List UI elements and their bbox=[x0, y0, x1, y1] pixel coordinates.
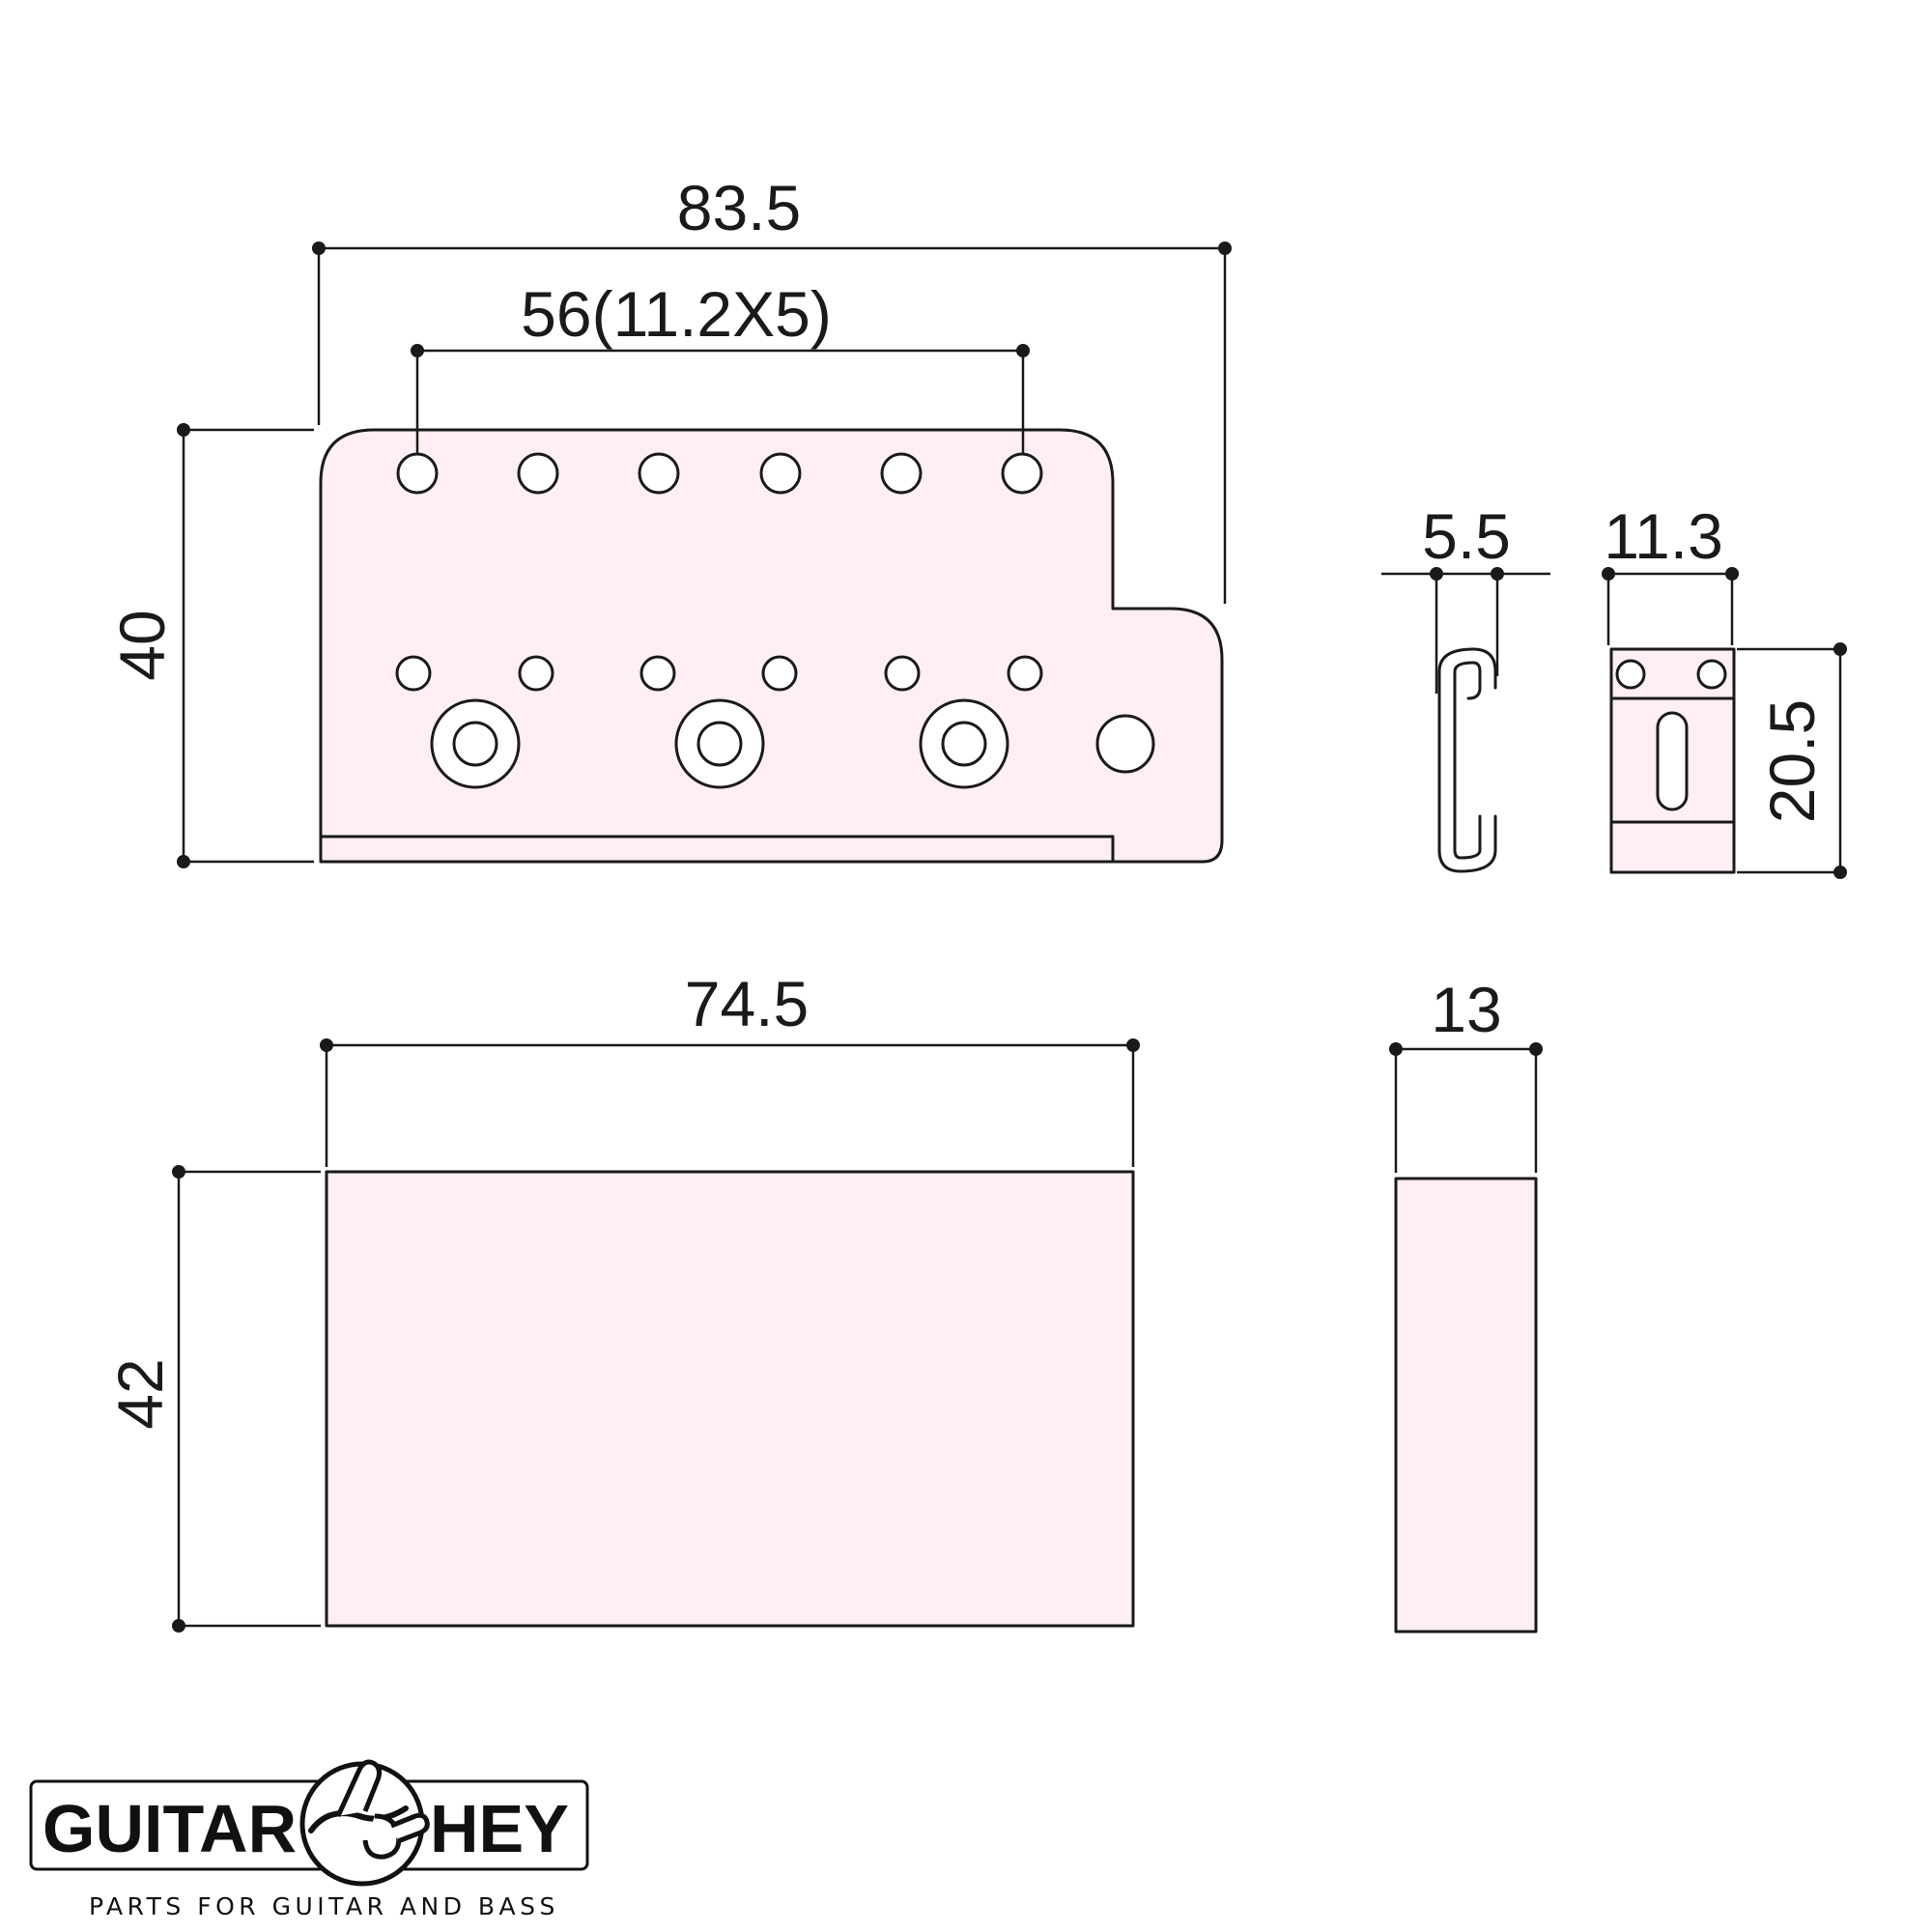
logo-tagline: PARTS FOR GUITAR AND BASS bbox=[89, 1892, 559, 1920]
string-hole bbox=[1001, 452, 1043, 495]
block-height-label: 42 bbox=[104, 1358, 176, 1429]
claw-clip-front-view: 11.3 20.5 bbox=[1602, 500, 1847, 879]
dimension-block-side-width: 13 bbox=[1389, 974, 1543, 1173]
mounting-holes-row bbox=[430, 698, 1155, 789]
tremolo-block-side-outline bbox=[1394, 1177, 1538, 1634]
dimension-block-height: 42 bbox=[104, 1165, 321, 1633]
claw-clip-hole bbox=[1696, 659, 1727, 690]
string-hole bbox=[759, 452, 802, 495]
saddle-hole bbox=[395, 655, 432, 692]
bridge-plate-top-view: 83.5 56(11.2X5) 40 bbox=[106, 172, 1232, 868]
bridge-plate-outline bbox=[319, 428, 1224, 864]
saddle-hole bbox=[518, 655, 554, 692]
tremolo-block-side-view: 13 bbox=[1389, 974, 1543, 1634]
countersunk-hole-inner bbox=[941, 721, 987, 767]
saddle-holes-row bbox=[395, 655, 1043, 692]
countersunk-hole-inner bbox=[452, 721, 498, 767]
logo-word-guitar: GUITAR bbox=[43, 1791, 297, 1866]
spring-hook-outline bbox=[1437, 647, 1497, 873]
hole-spacing-label: 56(11.2X5) bbox=[521, 278, 832, 350]
plate-height-label: 40 bbox=[106, 610, 178, 680]
claw-clip-hole bbox=[1615, 659, 1646, 690]
tremolo-block-front-view: 74.5 42 bbox=[104, 968, 1140, 1633]
logo-word-hey: HEY bbox=[430, 1791, 569, 1866]
dimension-claw-height: 20.5 bbox=[1737, 642, 1847, 879]
spring-hook-side-view: 5.5 bbox=[1381, 500, 1550, 873]
saddle-hole bbox=[1007, 655, 1043, 692]
string-hole bbox=[396, 452, 439, 495]
saddle-hole bbox=[884, 655, 921, 692]
dimension-hole-spacing: 56(11.2X5) bbox=[411, 278, 1030, 454]
dimension-hook-width: 5.5 bbox=[1381, 500, 1550, 694]
mounting-hole bbox=[1095, 714, 1155, 774]
saddle-hole bbox=[639, 655, 676, 692]
rock-hand-icon bbox=[299, 1759, 430, 1887]
string-holes-row bbox=[396, 452, 1043, 495]
saddle-hole bbox=[761, 655, 798, 692]
string-hole bbox=[880, 452, 923, 495]
claw-height-label: 20.5 bbox=[1756, 699, 1828, 823]
tremolo-block-outline bbox=[325, 1170, 1135, 1628]
dimension-plate-width: 83.5 bbox=[312, 172, 1232, 604]
dimension-plate-height: 40 bbox=[106, 423, 314, 868]
string-hole bbox=[638, 452, 680, 495]
guitar-hey-logo: GUITAR HEY PARTS FOR GUITAR AND BASS bbox=[29, 1759, 589, 1920]
block-width-label: 74.5 bbox=[685, 968, 809, 1039]
countersunk-hole-inner bbox=[696, 721, 743, 767]
block-side-width-label: 13 bbox=[1431, 974, 1501, 1045]
dimension-claw-width: 11.3 bbox=[1602, 500, 1739, 645]
string-hole bbox=[517, 452, 559, 495]
dimension-block-width: 74.5 bbox=[320, 968, 1140, 1167]
plate-width-label: 83.5 bbox=[677, 172, 801, 243]
hook-width-label: 5.5 bbox=[1422, 500, 1511, 572]
claw-clip-slot bbox=[1656, 711, 1689, 811]
claw-width-label: 11.3 bbox=[1604, 500, 1723, 572]
